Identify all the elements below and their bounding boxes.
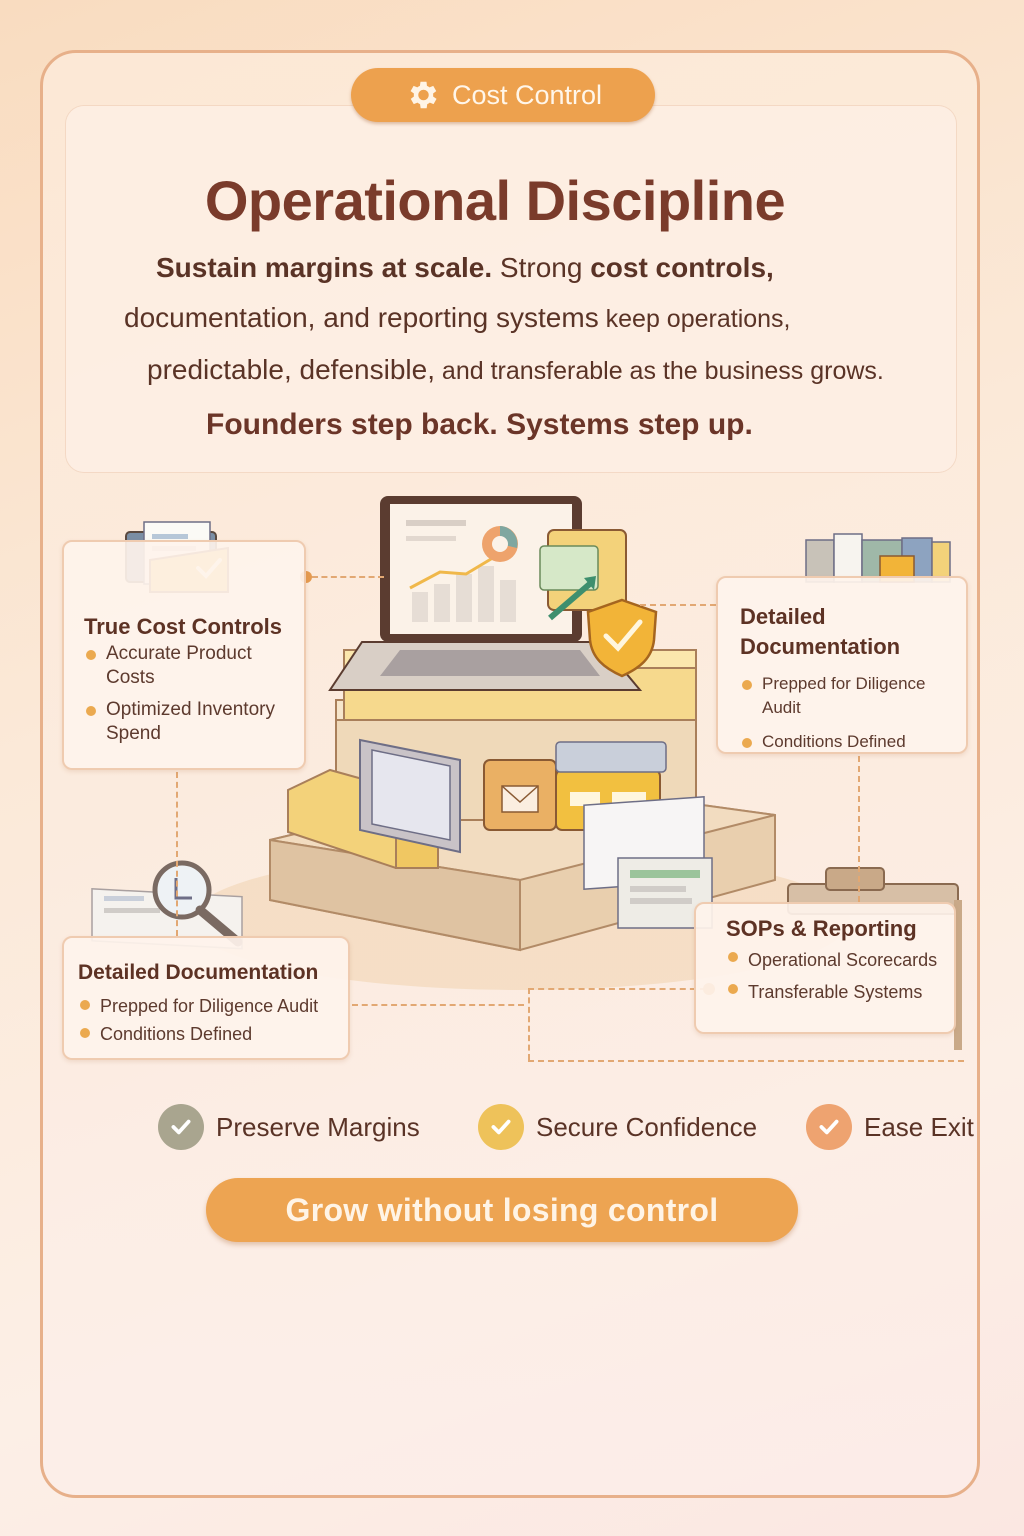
- intro-line-3: predictable, defensible, and transferabl…: [147, 354, 884, 385]
- benefit-label: Ease Exit: [864, 1111, 974, 1142]
- list-item: Transferable Systems: [726, 976, 954, 1008]
- benefit-label: Secure Confidence: [536, 1111, 758, 1142]
- card-title: Detailed Documentation: [78, 961, 319, 984]
- list-item: Operational Scorecards: [726, 944, 954, 976]
- cta-button[interactable]: Grow without losing control: [206, 1178, 798, 1242]
- list-item: Prepped for Diligence Audit: [740, 672, 966, 720]
- binders-icon: [805, 533, 951, 583]
- cost-control-badge: Cost Control: [351, 68, 655, 122]
- connector-7: [528, 988, 706, 990]
- gear-icon: [410, 81, 437, 109]
- laptop: [328, 496, 643, 691]
- chart-card: [539, 529, 627, 621]
- card-list: Prepped for Diligence Audit Conditions D…: [740, 672, 966, 754]
- card-title: True Cost Controls: [84, 614, 283, 639]
- card-title: SOPs & Reporting: [726, 916, 917, 941]
- list-item: Prepped for Diligence Audit: [78, 992, 348, 1020]
- connector-8: [528, 1060, 964, 1062]
- connector-3: [176, 772, 178, 936]
- card-detailed-documentation-left: Detailed Documentation Prepped for Dilig…: [62, 936, 350, 1060]
- list-item: Accurate Product Costs: [84, 642, 304, 690]
- card-detailed-documentation-right: Detailed Documentation Prepped for Dilig…: [716, 576, 968, 754]
- document-stack: [583, 795, 713, 929]
- intro-line-1: Sustain margins at scale. Strong cost co…: [156, 252, 774, 283]
- benefits-row: Preserve Margins Secure Confidence Ease …: [0, 1104, 1024, 1154]
- benefit-label: Preserve Margins: [216, 1111, 420, 1142]
- check-icon: [806, 1104, 852, 1150]
- tagline: Founders step back. Systems step up.: [206, 408, 753, 441]
- hero-panel: [66, 106, 956, 472]
- list-item: Conditions Defined: [740, 730, 966, 754]
- connector-1: [312, 576, 384, 578]
- folder-stack: [359, 738, 461, 854]
- connector-2: [640, 604, 716, 606]
- list-item: Conditions Defined: [78, 1020, 348, 1048]
- card-list: Accurate Product Costs Optimized Invento…: [84, 642, 304, 746]
- connector-4: [858, 756, 860, 902]
- card-true-cost-controls: True Cost Controls Accurate Product Cost…: [62, 540, 306, 770]
- card-list: Operational Scorecards Transferable Syst…: [726, 944, 954, 1008]
- check-icon: [478, 1104, 524, 1150]
- benefit-ease-exit: Ease Exit: [806, 1104, 974, 1150]
- card-list: Prepped for Diligence Audit Conditions D…: [78, 992, 348, 1048]
- benefit-secure-confidence: Secure Confidence: [478, 1104, 757, 1150]
- connector-5: [352, 1004, 524, 1006]
- card-title: Detailed Documentation: [740, 604, 901, 659]
- page-title: Operational Discipline: [204, 169, 786, 232]
- badge-label: Cost Control: [451, 79, 603, 110]
- card-sops-reporting: SOPs & Reporting Operational Scorecards …: [694, 902, 956, 1034]
- benefit-preserve-margins: Preserve Margins: [158, 1104, 420, 1150]
- intro-line-2: documentation, and reporting systems kee…: [124, 302, 791, 333]
- connector-6: [528, 988, 530, 1060]
- shield-icon: [586, 598, 658, 678]
- list-item: Optimized Inventory Spend: [84, 698, 304, 746]
- check-icon: [158, 1104, 204, 1150]
